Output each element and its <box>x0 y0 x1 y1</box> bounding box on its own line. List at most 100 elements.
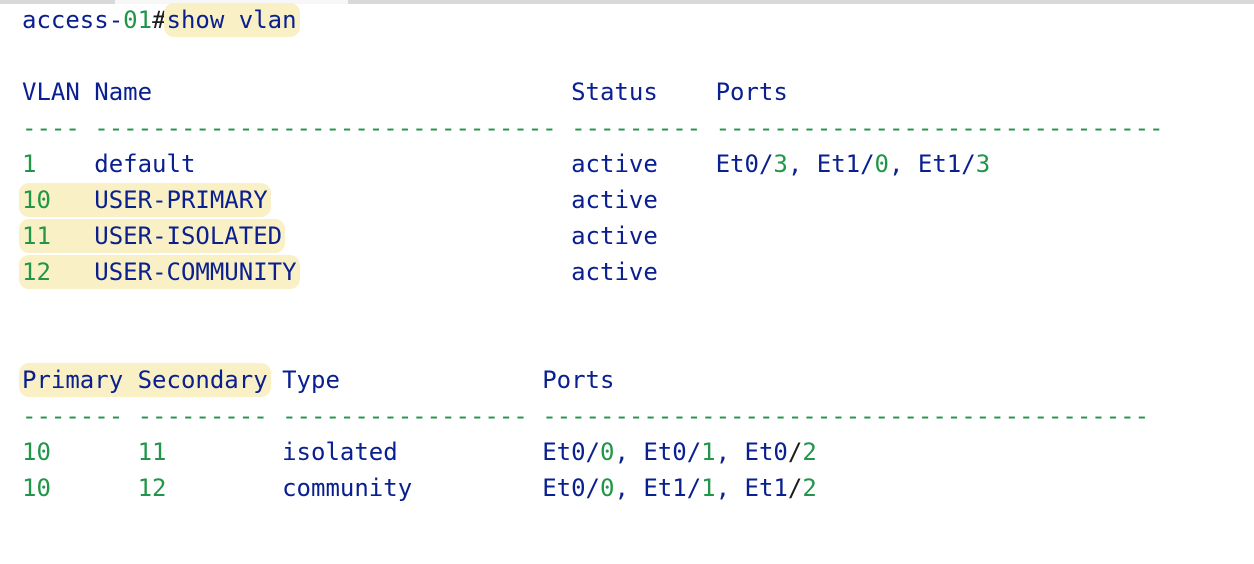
text-segment: community <box>282 474 413 502</box>
text-segment: 11 <box>22 222 51 250</box>
text-segment: Primary <box>22 366 124 394</box>
text-segment: Et0/ <box>643 438 702 466</box>
text-segment: 01 <box>123 6 153 34</box>
text-segment: active <box>571 222 658 250</box>
text-segment: Type <box>282 366 340 394</box>
text-segment: default <box>94 150 196 178</box>
text-segment <box>123 402 137 430</box>
text-segment <box>167 474 283 502</box>
text-segment: ------------------------------- <box>715 114 1164 142</box>
text-segment: 0 <box>600 474 615 502</box>
text-segment: 3 <box>975 150 991 178</box>
text-segment <box>51 474 138 502</box>
vlan-row-11-user-isolated: 11 USER-ISOLATED active <box>22 218 1164 254</box>
text-segment: 10 <box>22 186 51 214</box>
text-segment: ----------------------------------------… <box>542 402 1150 430</box>
text-segment <box>268 366 282 394</box>
text-segment: ------- <box>22 402 124 430</box>
scrollbar-thumb[interactable] <box>115 0 348 4</box>
text-segment: --------- <box>137 402 268 430</box>
text-segment: 10 <box>22 438 51 466</box>
highlight-mark: 12 USER-COMMUNITY <box>22 258 297 286</box>
highlight-mark: 10 USER-PRIMARY <box>22 186 268 214</box>
text-segment: Et1/ <box>643 474 702 502</box>
text-segment: 0 <box>874 150 889 178</box>
text-segment: , <box>614 474 644 502</box>
text-segment: / <box>787 438 803 466</box>
text-segment: 1 <box>22 150 37 178</box>
vlan-row-12-user-community: 12 USER-COMMUNITY active <box>22 254 1164 290</box>
text-segment <box>658 150 716 178</box>
text-segment <box>36 150 94 178</box>
text-segment <box>297 258 572 286</box>
highlight-mark: show vlan <box>166 6 297 34</box>
text-segment <box>658 78 716 106</box>
text-segment <box>412 474 542 502</box>
prompt-line: access-01#show vlan <box>22 2 1164 38</box>
text-segment: 0 <box>600 438 615 466</box>
text-segment: Et1/ <box>917 150 976 178</box>
text-segment <box>268 186 571 214</box>
text-segment: 1 <box>701 474 716 502</box>
text-segment: 1 <box>701 438 716 466</box>
text-segment: VLAN Name <box>22 78 153 106</box>
text-segment: USER-COMMUNITY <box>94 258 297 286</box>
text-segment: Et1/ <box>816 150 875 178</box>
text-segment: Secondary <box>137 366 268 394</box>
text-segment <box>398 438 543 466</box>
text-segment <box>268 402 282 430</box>
text-segment: # <box>152 6 167 34</box>
blank-line <box>22 290 1164 326</box>
text-segment: Ports <box>542 366 615 394</box>
text-segment <box>167 438 283 466</box>
text-segment <box>152 78 571 106</box>
text-segment: --------- <box>571 114 702 142</box>
blank-line <box>22 38 1164 74</box>
text-segment: active <box>571 186 658 214</box>
text-segment: isolated <box>282 438 398 466</box>
text-segment: / <box>787 474 803 502</box>
text-segment <box>51 258 94 286</box>
highlight-mark: Primary Secondary <box>22 366 268 394</box>
text-segment: -------------------------------- <box>94 114 557 142</box>
text-segment: USER-ISOLATED <box>94 222 283 250</box>
pvlan-row-isolated: 10 11 isolated Et0/0, Et0/1, Et0/2 <box>22 434 1164 470</box>
text-segment: Et0/ <box>542 438 600 466</box>
text-segment <box>51 186 94 214</box>
text-segment: 2 <box>802 474 817 502</box>
text-segment: USER-PRIMARY <box>94 186 268 214</box>
text-segment <box>528 402 542 430</box>
text-segment: , <box>787 150 817 178</box>
text-segment: , <box>715 474 745 502</box>
text-segment <box>195 150 571 178</box>
scrollbar-track[interactable] <box>0 0 1254 4</box>
text-segment: Et0 <box>744 438 788 466</box>
text-segment: Ports <box>715 78 788 106</box>
text-segment <box>80 114 94 142</box>
text-segment <box>701 114 715 142</box>
text-segment: active <box>571 258 658 286</box>
text-segment: active <box>571 150 658 178</box>
text-segment <box>557 114 571 142</box>
text-segment: ---- <box>22 114 80 142</box>
vlan-row-10-user-primary: 10 USER-PRIMARY active <box>22 182 1164 218</box>
text-segment: show vlan <box>166 6 297 34</box>
highlight-mark: 11 USER-ISOLATED <box>22 222 283 250</box>
blank-line <box>22 326 1164 362</box>
text-segment: 12 <box>22 258 51 286</box>
terminal-output: access-01#show vlan VLAN Name Status Por… <box>0 2 1164 506</box>
text-segment: Et0/ <box>715 150 774 178</box>
text-segment: 3 <box>773 150 788 178</box>
text-segment: ----------------- <box>282 402 528 430</box>
text-segment: access- <box>22 6 124 34</box>
text-segment: , <box>715 438 745 466</box>
pvlan-row-community: 10 12 community Et0/0, Et1/1, Et1/2 <box>22 470 1164 506</box>
pvlan-table-divider: ------- --------- ----------------- ----… <box>22 398 1164 434</box>
text-segment <box>51 438 138 466</box>
text-segment: , <box>614 438 644 466</box>
text-segment: Status <box>571 78 658 106</box>
text-segment <box>123 366 137 394</box>
vlan-row-1-default: 1 default active Et0/3, Et1/0, Et1/3 <box>22 146 1164 182</box>
text-segment: 10 <box>22 474 51 502</box>
pvlan-table-header: Primary Secondary Type Ports <box>22 362 1164 398</box>
